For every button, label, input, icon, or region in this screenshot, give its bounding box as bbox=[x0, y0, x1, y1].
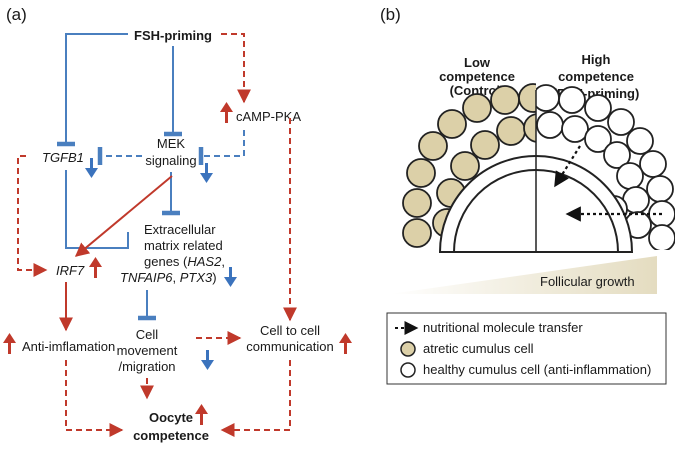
up-arrow-icon bbox=[220, 102, 233, 123]
camp-pka-label: cAMP-PKA bbox=[236, 109, 301, 124]
atretic-cell bbox=[462, 93, 492, 123]
edge-fsh-to-tgfb1 bbox=[57, 33, 128, 147]
high-competence-label-1: High bbox=[582, 52, 611, 67]
oocyte-label-2: competence bbox=[133, 428, 209, 443]
down-arrow-icon bbox=[200, 163, 213, 183]
healthy-cell bbox=[646, 175, 674, 203]
atretic-cell bbox=[450, 151, 480, 181]
healthy-cell bbox=[603, 141, 631, 169]
cell-movement-label-3: /migration bbox=[118, 359, 175, 374]
inhibition-edges bbox=[57, 33, 182, 321]
ecm-label-2: matrix related bbox=[144, 238, 223, 253]
mek-label-1: MEK bbox=[157, 136, 186, 151]
atretic-cell bbox=[402, 218, 432, 248]
healthy-cell bbox=[558, 86, 586, 114]
tgfb1-label: TGFB1 bbox=[42, 150, 84, 165]
healthy-cell bbox=[607, 108, 635, 136]
legend-label: healthy cumulus cell (anti-inflammation) bbox=[423, 362, 651, 377]
irf7-label: IRF7 bbox=[56, 263, 85, 278]
atretic-cell bbox=[437, 109, 467, 139]
healthy-cell-group bbox=[536, 84, 675, 250]
edge-comm-to-oocyte bbox=[220, 360, 291, 437]
edge-antiinfl-to-oocyte bbox=[65, 360, 124, 437]
mek-label-2: signaling bbox=[145, 153, 196, 168]
atretic-cell bbox=[470, 130, 500, 160]
ecm-label-1: Extracellular bbox=[144, 222, 216, 237]
atretic-cell-icon bbox=[400, 341, 416, 357]
atretic-cell bbox=[418, 131, 448, 161]
low-competence-label-3: (Control) bbox=[450, 83, 505, 98]
atretic-cell bbox=[518, 83, 536, 113]
up-arrow-icon bbox=[195, 404, 208, 425]
healthy-cells bbox=[536, 84, 675, 250]
edge-tgfb1-to-irf7 bbox=[17, 155, 48, 277]
healthy-cell bbox=[626, 127, 654, 155]
cell-comm-label-2: communication bbox=[246, 339, 333, 354]
low-competence-label-1: Low bbox=[464, 55, 491, 70]
follicular-growth-label: Follicular growth bbox=[540, 274, 635, 289]
dashed-activation-edges bbox=[17, 33, 297, 437]
transfer-arrow bbox=[554, 145, 581, 188]
low-competence-label-2: competence bbox=[439, 69, 515, 84]
fsh-priming-label: FSH-priming bbox=[134, 28, 212, 43]
healthy-cell bbox=[561, 115, 589, 143]
down-arrow-icon bbox=[224, 267, 237, 287]
panel-b-label: (b) bbox=[380, 5, 401, 24]
ecm-label-3: genes (HAS2, bbox=[144, 254, 225, 269]
cell-movement-label-2: movement bbox=[117, 343, 178, 358]
legend-box bbox=[386, 312, 667, 385]
atretic-cell bbox=[496, 116, 526, 146]
healthy-cell-icon bbox=[400, 362, 416, 378]
down-arrow-icon bbox=[201, 350, 214, 370]
atretic-cell bbox=[490, 85, 520, 115]
legend: nutritional molecule transfer atretic cu… bbox=[386, 312, 667, 385]
edge-mek-to-irf7 bbox=[74, 175, 173, 257]
healthy-cell bbox=[639, 150, 667, 178]
activation-edges bbox=[59, 175, 173, 332]
up-arrow-icon bbox=[3, 333, 16, 354]
up-arrow-icon bbox=[89, 257, 102, 278]
cell-movement-label-1: Cell bbox=[136, 327, 159, 342]
healthy-cell bbox=[536, 84, 560, 112]
oocyte-label-1: Oocyte bbox=[149, 410, 193, 425]
healthy-cell bbox=[584, 94, 612, 122]
atretic-cell-group bbox=[402, 83, 536, 248]
edge-tgfb1-to-ecm bbox=[65, 170, 129, 249]
panel-a-label: (a) bbox=[6, 5, 27, 24]
atretic-cells bbox=[402, 83, 536, 248]
down-arrow-icon bbox=[85, 158, 98, 178]
atretic-cell bbox=[406, 158, 436, 188]
ecm-label-4: TNFAIP6, PTX3) bbox=[120, 270, 217, 285]
healthy-cell bbox=[584, 125, 612, 153]
legend-label: nutritional molecule transfer bbox=[423, 320, 583, 335]
healthy-cell bbox=[648, 224, 675, 250]
edge-camp-to-mek bbox=[198, 130, 245, 165]
high-competence-label-2: competence bbox=[558, 69, 634, 84]
healthy-cell bbox=[536, 111, 564, 139]
atretic-cell bbox=[523, 113, 536, 143]
cell-comm-label-1: Cell to cell bbox=[260, 323, 320, 338]
healthy-cell bbox=[616, 162, 644, 190]
anti-inflammation-label: Anti-imflamation bbox=[22, 339, 115, 354]
legend-label: atretic cumulus cell bbox=[423, 341, 534, 356]
edge-fsh-to-camp bbox=[221, 33, 251, 104]
dashed-inhibition-edges bbox=[97, 130, 245, 165]
atretic-cell bbox=[402, 188, 432, 218]
up-arrow-icon bbox=[339, 333, 352, 354]
follicular-growth-wedge bbox=[390, 256, 657, 294]
